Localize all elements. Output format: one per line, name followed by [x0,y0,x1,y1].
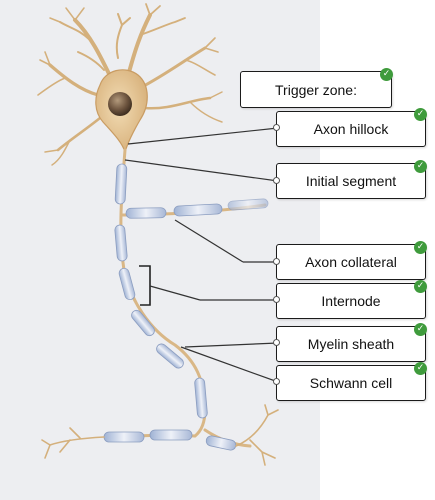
leader-lines [124,127,279,383]
correct-check-icon: ✓ [414,108,427,121]
dendrites [37,3,223,166]
label-text: Myelin sheath [307,336,395,352]
correct-check-icon: ✓ [414,241,427,254]
label-myelin-sheath[interactable]: Myelin sheath [276,326,426,362]
correct-check-icon: ✓ [414,280,427,293]
label-text: Internode [321,293,381,309]
label-text: Axon collateral [305,254,397,270]
correct-check-icon: ✓ [380,68,393,81]
nucleus [108,92,132,116]
axon-terminals [41,404,279,466]
label-axon-collateral[interactable]: Axon collateral [276,244,426,280]
leader-endpoint [273,177,280,184]
trigger-zone-text: Trigger zone: [275,81,357,98]
correct-check-icon: ✓ [414,160,427,173]
leader-endpoint [273,339,280,346]
label-schwann-cell[interactable]: Schwann cell [276,365,426,401]
leader-endpoint [273,296,280,303]
label-axon-hillock[interactable]: Axon hillock [276,111,426,147]
label-internode[interactable]: Internode [276,283,426,319]
leader-endpoint [273,258,280,265]
label-text: Axon hillock [313,121,389,137]
myelin-segments [103,163,269,451]
label-text: Initial segment [305,173,397,189]
internode-bracket [139,265,151,306]
trigger-zone-label[interactable]: Trigger zone: [240,71,392,108]
correct-check-icon: ✓ [414,323,427,336]
leader-endpoint [273,124,280,131]
leader-endpoint [273,378,280,385]
label-text: Schwann cell [309,375,393,391]
correct-check-icon: ✓ [414,362,427,375]
label-initial-segment[interactable]: Initial segment [276,163,426,199]
